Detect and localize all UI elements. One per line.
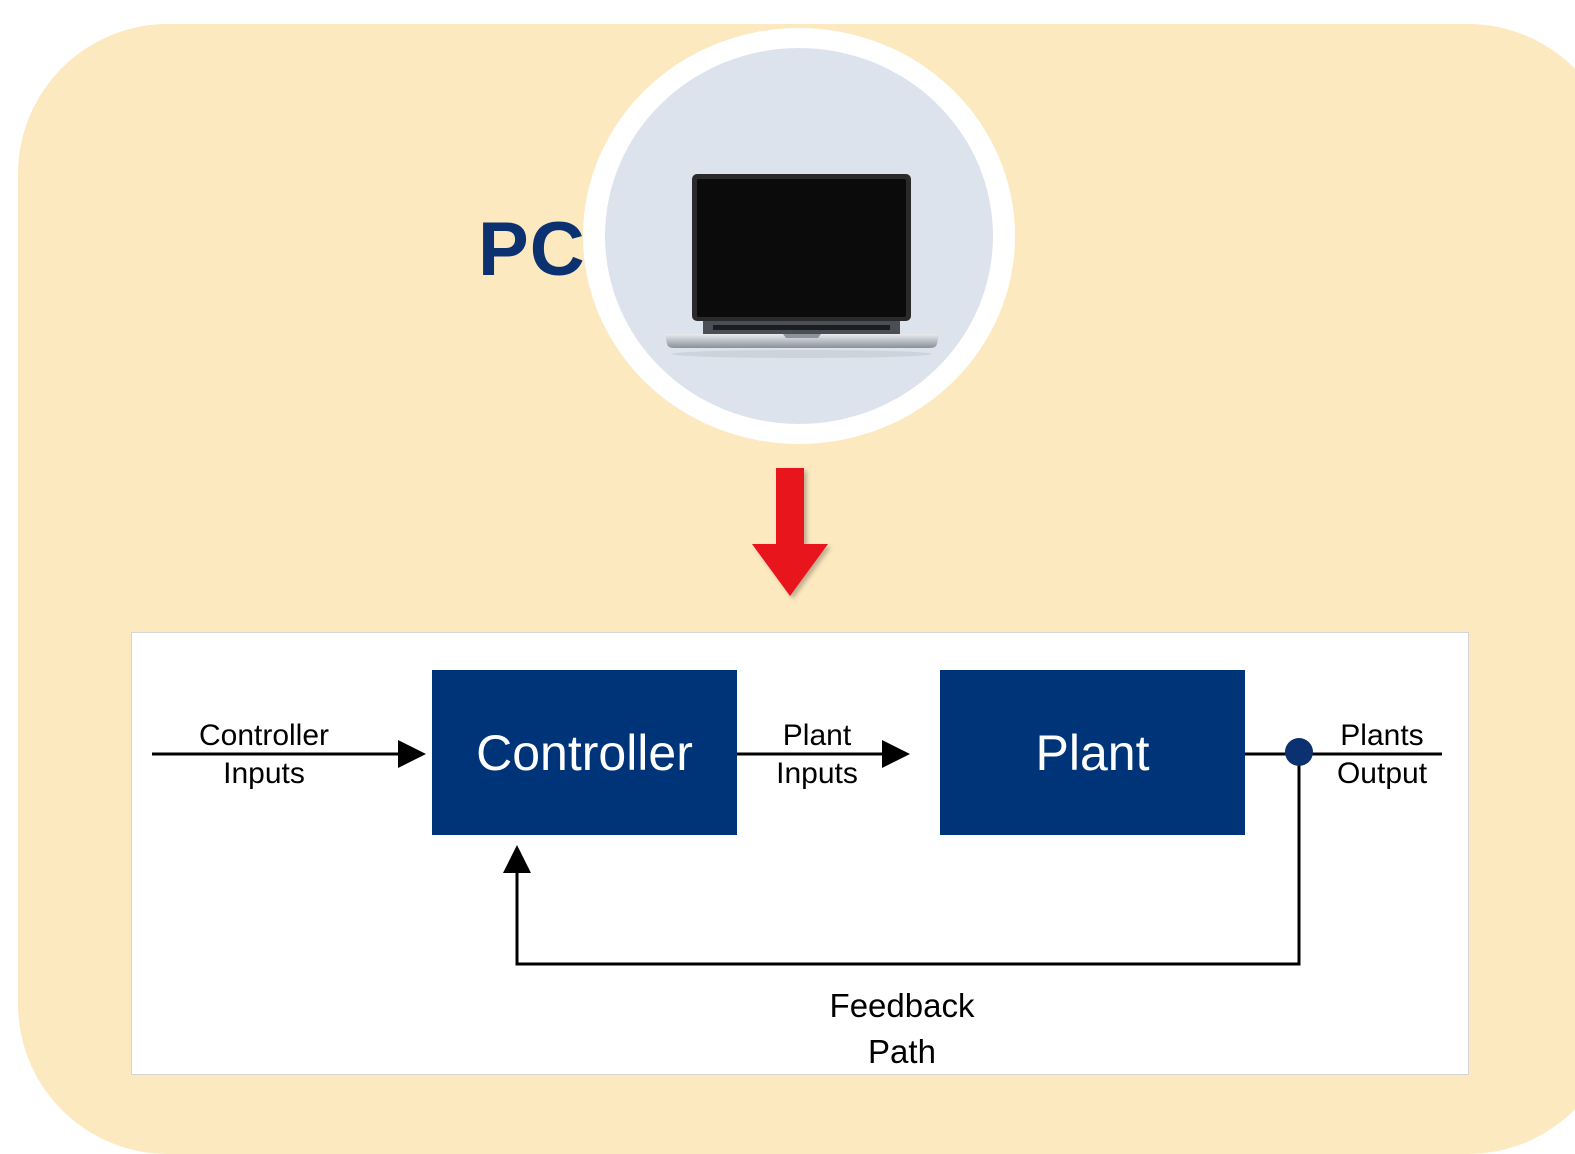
laptop-base xyxy=(665,334,939,348)
plant-block: Plant xyxy=(940,670,1245,835)
block-diagram-lines xyxy=(152,738,1442,966)
feedback-path-label-line1: Feedback xyxy=(829,987,975,1024)
feedback-arrowhead xyxy=(503,845,531,873)
output-junction-dot xyxy=(1285,738,1313,766)
feedback-path-line xyxy=(515,754,1301,966)
plant-inputs-arrowhead xyxy=(882,740,910,768)
pc-label: PC xyxy=(478,207,586,292)
plant-inputs-label-line2: Inputs xyxy=(776,756,858,790)
controller-block: Controller xyxy=(432,670,737,835)
controller-inputs-arrowhead xyxy=(398,740,426,768)
pc-circle-inner xyxy=(605,48,993,424)
block-diagram: Controller Plant Controller Inputs Plant… xyxy=(131,632,1469,1075)
plant-inputs-label-line1: Plant xyxy=(782,719,852,752)
controller-inputs-label-line1: Controller xyxy=(198,719,330,752)
laptop-shadow xyxy=(672,350,932,358)
feedback-path-label: Feedback Path xyxy=(792,983,1012,1075)
plants-output-label-line1: Plants xyxy=(1340,719,1424,752)
plant-inputs-label: Plant Inputs xyxy=(752,717,882,792)
laptop-hinge xyxy=(713,325,890,330)
plants-output-label-line2: Output xyxy=(1336,756,1428,790)
pc-circle xyxy=(583,28,1015,444)
plants-output-label: Plants Output xyxy=(1312,717,1452,792)
laptop-screen xyxy=(697,179,906,317)
red-down-arrow-icon xyxy=(752,468,828,596)
controller-inputs-label: Controller Inputs xyxy=(172,717,356,792)
feedback-path-label-line2: Path xyxy=(868,1033,936,1071)
controller-inputs-label-line2: Inputs xyxy=(223,756,305,790)
laptop-notch xyxy=(783,334,821,338)
laptop-icon xyxy=(665,174,939,358)
